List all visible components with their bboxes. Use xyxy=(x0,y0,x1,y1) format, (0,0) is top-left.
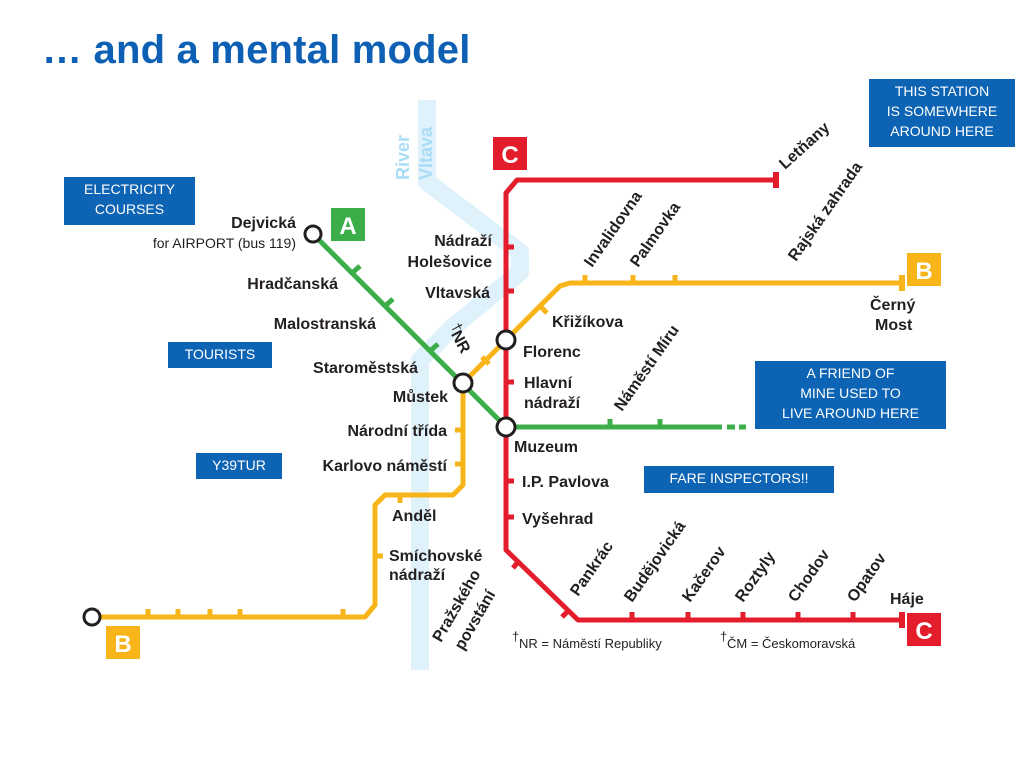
svg-text:†: † xyxy=(720,629,727,644)
note-y39tur: Y39TUR xyxy=(196,453,282,479)
station-krizikova: Křižíkova xyxy=(552,314,623,331)
station-dejvicka-sub: for AIRPORT (bus 119) xyxy=(153,235,296,251)
station-staromestska: Staroměstská xyxy=(313,360,418,377)
station-budejovicka: Budějovická xyxy=(621,518,689,605)
station-smichovske-1: Smíchovské xyxy=(389,548,482,565)
map-legend: † NR = Náměstí Republiky † ČM = Českomor… xyxy=(512,629,856,651)
station-mustek: Můstek xyxy=(393,389,448,406)
svg-text:B: B xyxy=(114,631,131,658)
station-vltavska: Vltavská xyxy=(425,285,490,302)
line-a-badge: A xyxy=(331,208,365,241)
station-chodov: Chodov xyxy=(785,547,833,606)
station-vysehrad: Vyšehrad xyxy=(522,511,593,528)
line-c xyxy=(503,172,905,628)
line-a xyxy=(311,232,746,430)
station-karlovo-namesti: Karlovo náměstí xyxy=(323,458,448,475)
station-muzeum: Muzeum xyxy=(514,439,578,456)
station-smichovske-2: nádraží xyxy=(389,567,446,584)
station-andel: Anděl xyxy=(392,508,436,525)
river-vltava xyxy=(411,100,529,670)
station-letnany: Letňany xyxy=(776,119,833,173)
line-b xyxy=(92,275,905,620)
station-namesti-miru: Náměstí Míru xyxy=(611,322,683,414)
station-malostranska: Malostranská xyxy=(274,316,376,333)
station-roztyly: Roztyly xyxy=(732,549,779,605)
station-pankrac: Pankrác xyxy=(567,538,617,599)
station-hlavni-2: nádraží xyxy=(524,395,581,412)
station-nadrazi-holesovice-1: Nádraží xyxy=(434,233,492,250)
svg-text:C: C xyxy=(501,142,518,169)
river-label-vltava: Vltava xyxy=(416,126,436,180)
svg-text:B: B xyxy=(915,258,932,285)
note-friend: A FRIEND OF MINE USED TO LIVE AROUND HER… xyxy=(755,361,946,429)
station-florenc: Florenc xyxy=(523,344,581,361)
station-kacerov: Kačerov xyxy=(679,544,729,606)
legend-nr: NR = Náměstí Republiky xyxy=(519,636,662,651)
station-opatov: Opatov xyxy=(844,550,890,605)
station-narodni-trida: Národní třída xyxy=(347,423,447,440)
svg-text:C: C xyxy=(915,618,932,645)
note-fare-inspectors: FARE INSPECTORS!! xyxy=(644,466,834,493)
station-hradcanska: Hradčanská xyxy=(247,276,338,293)
station-zlicin-terminal xyxy=(82,607,102,627)
note-tourists: TOURISTS xyxy=(168,342,272,368)
note-this-station: THIS STATION IS SOMEWHERE AROUND HERE xyxy=(869,79,1015,147)
station-hlavni-1: Hlavní xyxy=(524,375,573,392)
line-b-badge-east: B xyxy=(907,253,941,286)
legend-cm: ČM = Českomoravská xyxy=(727,636,856,651)
slide-title: … and a mental model xyxy=(42,28,471,72)
station-haje: Háje xyxy=(890,591,924,608)
note-electricity-courses: ELECTRICITY COURSES xyxy=(64,177,195,225)
station-cerny-most-1: Černý xyxy=(870,295,915,314)
station-rajska-zahrada: Rajská zahrada xyxy=(785,159,866,264)
station-dejvicka-terminal xyxy=(303,224,323,244)
line-c-badge-south: C xyxy=(907,613,941,646)
station-nadrazi-holesovice-2: Holešovice xyxy=(408,254,493,271)
transfer-muzeum xyxy=(495,416,517,438)
transfer-mustek xyxy=(452,372,474,394)
station-dejvicka: Dejvická xyxy=(231,215,296,232)
line-c-badge-north: C xyxy=(493,137,527,170)
line-b-badge-west: B xyxy=(106,626,140,659)
svg-text:A: A xyxy=(339,213,356,240)
river-label-river: River xyxy=(393,135,413,180)
transfer-florenc xyxy=(495,329,517,351)
station-cerny-most-2: Most xyxy=(875,317,913,334)
station-ip-pavlova: I.P. Pavlova xyxy=(522,474,609,491)
svg-text:†: † xyxy=(512,629,519,644)
